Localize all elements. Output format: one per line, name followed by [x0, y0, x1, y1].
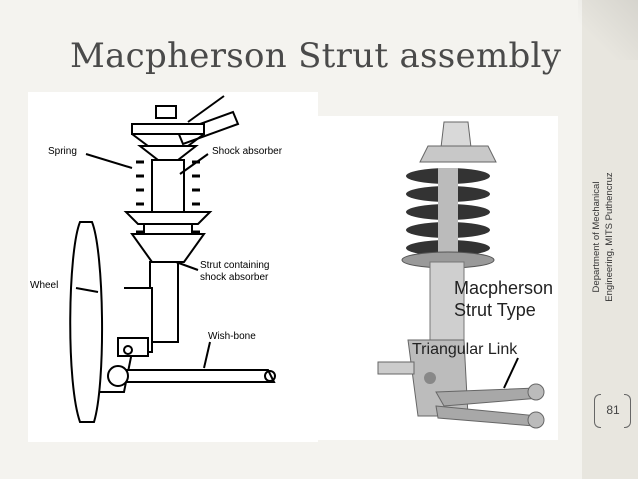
- slide-title: Macpherson Strut assembly: [70, 36, 562, 76]
- strut-render-image: Macpherson Strut Type Triangular Link: [318, 116, 558, 440]
- label-macpherson: Macpherson: [454, 278, 553, 298]
- label-strut-2: shock absorber: [200, 272, 269, 283]
- department-line-1: Department of Mechanical: [591, 181, 602, 293]
- page-curl-shadow: [578, 0, 638, 60]
- label-wishbone: Wish-bone: [208, 331, 256, 342]
- strut-render-drawing: Macpherson Strut Type Triangular Link: [377, 121, 553, 429]
- strut-line-drawing: Spring Shock absorber Strut containing s…: [30, 95, 283, 423]
- strut-line-diagram: Spring Shock absorber Strut containing s…: [28, 92, 318, 442]
- department-line-2: Engineering, MITS Puthencruz: [604, 172, 615, 302]
- label-triangular-link: Triangular Link: [412, 341, 518, 358]
- page-number: 81: [606, 403, 620, 417]
- label-shock: Shock absorber: [212, 146, 283, 157]
- label-strut-type: Strut Type: [454, 300, 536, 320]
- label-strut: Strut containing: [200, 260, 270, 271]
- page-number-bracket-left: [594, 394, 601, 428]
- department-caption: Department of Mechanical Engineering, MI…: [590, 172, 630, 302]
- label-wheel: Wheel: [30, 280, 58, 291]
- label-spring: Spring: [48, 146, 77, 157]
